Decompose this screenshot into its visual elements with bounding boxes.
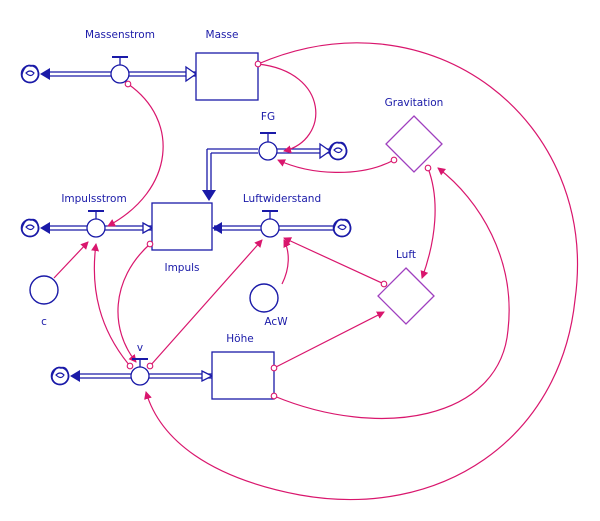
link-luft-luftwiderstand xyxy=(283,237,385,285)
link-v-luftwiderstand xyxy=(149,239,263,367)
massenstrom-source-cloud-icon xyxy=(20,64,40,84)
link-masse-fg xyxy=(257,63,317,154)
label-luft: Luft xyxy=(396,249,416,261)
stock-impuls[interactable] xyxy=(151,202,213,251)
v-sink-cloud-icon xyxy=(50,366,70,386)
label-massenstrom: Massenstrom xyxy=(85,29,155,41)
label-gravitation: Gravitation xyxy=(385,97,444,109)
stock-hoehe[interactable] xyxy=(211,351,275,400)
valve-luftwiderstand-valve-icon[interactable] xyxy=(260,210,280,238)
fg-sink-cloud-icon xyxy=(328,141,348,161)
link-impuls-v xyxy=(117,243,151,363)
label-impuls: Impuls xyxy=(164,262,199,274)
label-masse: Masse xyxy=(206,29,239,41)
link-c-impulsstrom xyxy=(53,241,89,279)
link-gravitation-luft xyxy=(420,167,436,279)
label-c: c xyxy=(41,316,47,328)
valve-v-valve-icon[interactable] xyxy=(130,358,150,386)
converter-c[interactable] xyxy=(29,275,59,305)
link-hoehe-gravitation xyxy=(273,167,510,419)
valve-fg-valve-icon[interactable] xyxy=(258,132,278,161)
link-gravitation-fg xyxy=(277,159,395,173)
link-acw-luftwiderstand xyxy=(281,239,291,285)
impulsstrom-sink-cloud-icon xyxy=(20,218,40,238)
link-massenstrom-impulsstrom xyxy=(107,83,164,227)
connectors xyxy=(53,42,578,501)
link-masse-v xyxy=(144,42,578,501)
valve-impulsstrom-valve-icon[interactable] xyxy=(86,210,106,238)
label-acw: AcW xyxy=(264,316,288,328)
label-fg: FG xyxy=(261,111,275,123)
label-impulsstrom: Impulsstrom xyxy=(61,193,126,205)
connector-origins xyxy=(124,60,432,400)
converter-luft[interactable] xyxy=(377,267,435,325)
label-v: v xyxy=(137,342,143,354)
link-hoehe-luft xyxy=(273,311,385,369)
valve-massenstrom-valve-icon[interactable] xyxy=(110,56,130,84)
label-luftwiderstand: Luftwiderstand xyxy=(243,193,321,205)
luftwiderstand-source-cloud-icon xyxy=(332,218,352,238)
converter-gravitation[interactable] xyxy=(385,115,443,173)
stock-masse[interactable] xyxy=(195,52,259,101)
converter-acw[interactable] xyxy=(249,283,279,313)
label-hoehe: Höhe xyxy=(226,333,253,345)
link-v-impulsstrom xyxy=(91,243,131,367)
